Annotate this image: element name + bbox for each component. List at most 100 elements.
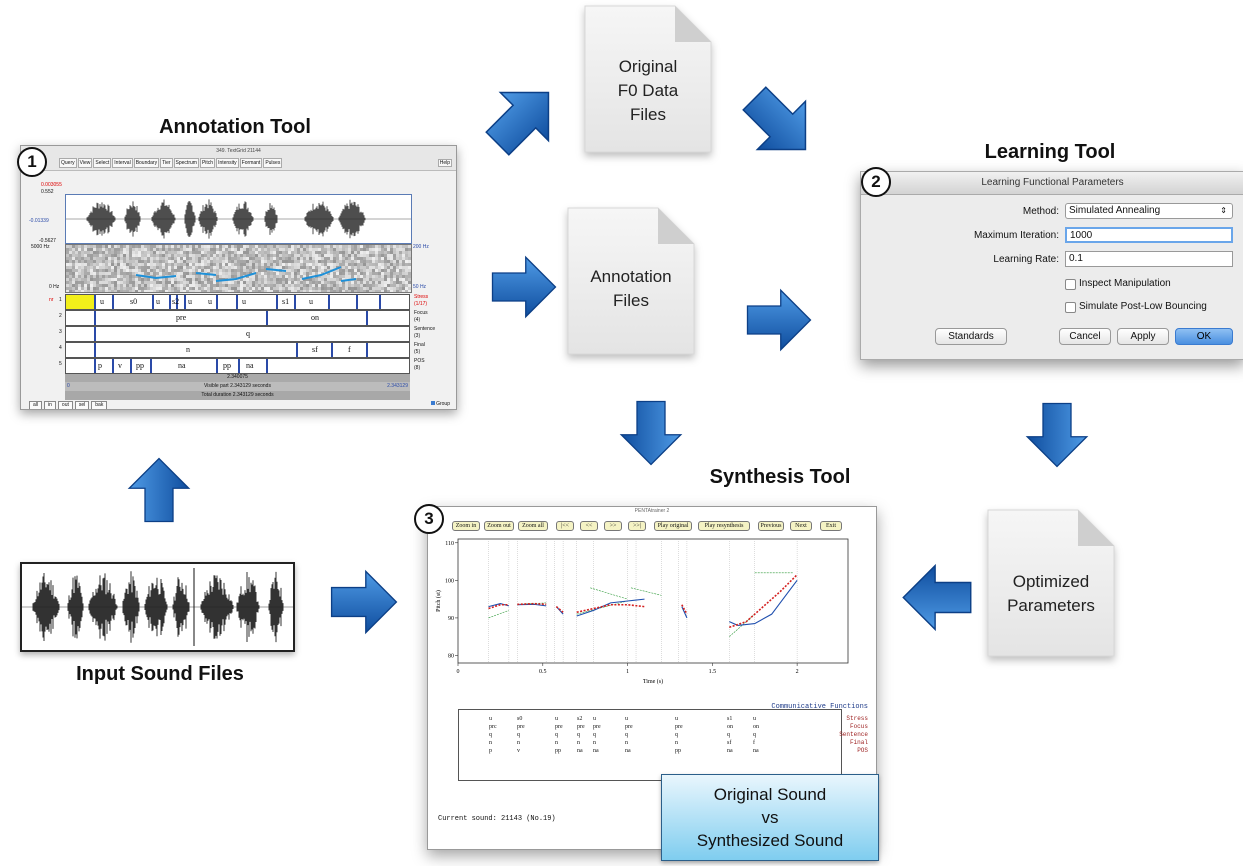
learning-tool-title: Learning Tool — [984, 141, 1116, 163]
synth-button-5[interactable]: >> — [604, 521, 622, 531]
ok-button[interactable]: OK — [1175, 328, 1233, 345]
tier-3-cell[interactable]: q — [246, 329, 250, 338]
synth-button-10[interactable]: Next — [790, 521, 812, 531]
tier-name: POS — [414, 358, 425, 364]
zoom-button-3[interactable]: sel — [74, 401, 90, 409]
menu-item-5[interactable]: Tier — [160, 158, 173, 168]
tier-5-cell[interactable]: p — [98, 361, 102, 370]
tier-5-cell[interactable]: na — [178, 361, 186, 370]
cf-cell: sf — [727, 740, 732, 746]
method-select[interactable]: Simulated Annealing ⇕ — [1065, 203, 1233, 219]
synth-button-7[interactable]: Play original — [654, 521, 692, 531]
arrow-annotation-to-files — [489, 252, 559, 322]
tier-name: Focus — [414, 310, 428, 316]
synth-button-4[interactable]: << — [580, 521, 598, 531]
annotation-total-duration[interactable]: Total duration 2.343129 seconds — [65, 391, 410, 400]
tier-boundary — [94, 295, 96, 309]
standards-button[interactable]: Standards — [935, 328, 1007, 345]
tier-1-cell[interactable]: u — [208, 297, 212, 306]
arrow-optimized-to-synthesis — [897, 560, 977, 635]
menu-item-9[interactable]: Formant — [239, 158, 263, 168]
annotation-waveform[interactable] — [65, 194, 412, 244]
tier-4-cell[interactable]: n — [186, 345, 190, 354]
synth-button-6[interactable]: >>| — [628, 521, 646, 531]
tier-1-cell[interactable]: u — [242, 297, 246, 306]
annotation-file-icon — [566, 206, 696, 356]
cf-cell: pp — [555, 748, 561, 754]
menu-item-7[interactable]: Pitch — [199, 158, 216, 168]
cf-row-label: Sentence — [839, 731, 868, 738]
tier-boundary — [150, 359, 152, 373]
x-tick-label: 0 — [457, 669, 460, 675]
tier-5-cell[interactable]: pp — [223, 361, 231, 370]
annotation-tier-5[interactable]: p v pp na pp na — [65, 358, 410, 374]
tier-1-cell[interactable]: u — [309, 297, 313, 306]
annotation-spectrogram[interactable] — [65, 244, 412, 293]
tier-1-cell[interactable]: s2 — [172, 297, 180, 306]
cancel-button[interactable]: Cancel — [1059, 328, 1111, 345]
menu-item-10[interactable]: Pulses — [263, 158, 283, 168]
zoom-button-1[interactable]: in — [44, 401, 56, 409]
zoom-button-4[interactable]: bak — [91, 401, 108, 409]
method-label: Method: — [1022, 206, 1059, 217]
inspect-manipulation-checkbox[interactable] — [1065, 279, 1076, 290]
max-iteration-input[interactable]: 1000 — [1065, 227, 1233, 243]
tier-4-cell[interactable]: f — [348, 345, 351, 354]
menu-item-4[interactable]: Boundary — [133, 158, 160, 168]
tier-1-cell[interactable]: s1 — [282, 297, 290, 306]
cf-cell: on — [727, 724, 733, 730]
tier-5-cell[interactable]: pp — [136, 361, 144, 370]
zoom-button-2[interactable]: out — [57, 401, 73, 409]
menu-item-1[interactable]: View — [77, 158, 93, 168]
synth-button-1[interactable]: Zoom out — [484, 521, 514, 531]
annotation-tier-4[interactable]: n sf f — [65, 342, 410, 358]
synth-button-0[interactable]: Zoom in — [452, 521, 480, 531]
arrow-f0-to-learning — [723, 67, 836, 180]
tier-name: Sentence — [414, 326, 436, 332]
tier-2-cell[interactable]: pre — [176, 313, 187, 322]
learning-rate-label: Learning Rate: — [993, 254, 1059, 265]
menu-item-6[interactable]: Spectrum — [173, 158, 199, 168]
synth-button-3[interactable]: |<< — [556, 521, 574, 531]
group-checkbox[interactable]: Group — [431, 401, 450, 407]
annotation-tier-1[interactable]: u s0 u s2 u u u s1 u — [65, 294, 410, 310]
synth-button-8[interactable]: Play resynthesis — [698, 521, 750, 531]
synth-button-9[interactable]: Previous — [758, 521, 784, 531]
cf-cell: q — [517, 732, 520, 738]
menu-item-0[interactable]: Query — [59, 158, 77, 168]
apply-button[interactable]: Apply — [1117, 328, 1169, 345]
spec-top-label: 5000 Hz — [31, 244, 50, 250]
menu-item-3[interactable]: Interval — [112, 158, 133, 168]
tier-number: 4 — [59, 345, 62, 351]
tier-boundary — [366, 343, 368, 357]
tier-count: (3) — [414, 333, 421, 339]
simulate-bouncing-checkbox[interactable] — [1065, 302, 1076, 313]
annotation-tier-3[interactable]: q — [65, 326, 410, 342]
synth-button-2[interactable]: Zoom all — [518, 521, 548, 531]
tier-1-cell[interactable]: u — [156, 297, 160, 306]
step-badge-2: 2 — [861, 167, 891, 197]
tier1-selection[interactable] — [66, 295, 94, 309]
tier-2-cell[interactable]: on — [311, 313, 319, 322]
synth-button-11[interactable]: Exit — [820, 521, 842, 531]
menu-item-8[interactable]: Intensity — [216, 158, 239, 168]
zoom-button-0[interactable]: all — [29, 401, 43, 409]
tier-boundary — [296, 343, 298, 357]
tier-4-cell[interactable]: sf — [312, 345, 318, 354]
learning-rate-input[interactable]: 0.1 — [1065, 251, 1233, 267]
help-menu[interactable]: Help — [437, 159, 452, 167]
annotation-tier-2[interactable]: pre on — [65, 310, 410, 326]
tier-5-cell[interactable]: na — [246, 361, 254, 370]
comparison-line-1: Original Sound — [713, 785, 827, 804]
menu-item-2[interactable]: Select — [93, 158, 112, 168]
tier-5-cell[interactable]: v — [118, 361, 122, 370]
cf-cell: p — [489, 748, 492, 754]
tier-1-cell[interactable]: u — [188, 297, 192, 306]
tier-1-cell[interactable]: s0 — [130, 297, 138, 306]
annotation-visible-bar[interactable]: 0 Visible part 2.343129 seconds 2.343129 — [65, 382, 410, 391]
tier-1-cell[interactable]: u — [100, 297, 104, 306]
